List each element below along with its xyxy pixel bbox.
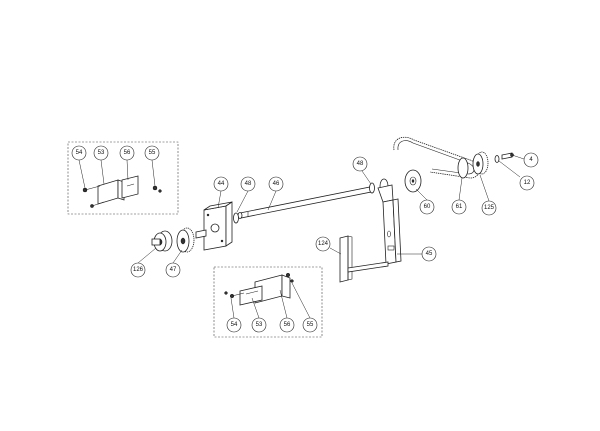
callout-12: 12 (519, 175, 535, 191)
callout-label: 53 (256, 322, 263, 328)
callout-48-right: 48 (352, 156, 368, 172)
callout-label: 47 (170, 267, 177, 273)
callout-label: 48 (245, 181, 252, 187)
callout-label: 54 (76, 150, 83, 156)
detail-box-upper-bracket (67, 141, 179, 215)
callout-45: 45 (421, 246, 437, 262)
callout-48-left: 48 (240, 176, 256, 192)
callout-label: 124 (318, 241, 329, 247)
leader-lines (78, 154, 525, 319)
callout-60: 60 (419, 199, 435, 215)
detail-box-lower-bracket (213, 266, 323, 338)
callout-label: 126 (133, 267, 144, 273)
gear-126 (151, 230, 173, 252)
callout-label: 54 (231, 322, 238, 328)
callout-label: 48 (357, 161, 364, 167)
callout-label: 60 (424, 204, 431, 210)
callout-47: 47 (165, 262, 181, 278)
callout-54-bot: 54 (226, 317, 242, 333)
callout-61: 61 (451, 199, 467, 215)
callout-label: 53 (98, 150, 105, 156)
gear-47 (176, 227, 195, 253)
callout-label: 45 (426, 251, 433, 257)
timing-belt-61 (393, 136, 480, 179)
callout-label: 56 (124, 150, 131, 156)
callout-54-top: 54 (71, 145, 87, 161)
bearing-block (195, 201, 233, 251)
callout-label: 55 (307, 322, 314, 328)
bracket-124 (339, 235, 389, 283)
arm-45 (377, 184, 402, 265)
callout-label: 12 (524, 180, 531, 186)
callout-53-top: 53 (93, 145, 109, 161)
callout-label: 44 (218, 181, 225, 187)
callout-44: 44 (213, 176, 229, 192)
washer-12 (494, 155, 500, 163)
callout-56-bot: 56 (279, 317, 295, 333)
callout-125: 125 (481, 200, 497, 216)
callout-label: 55 (149, 150, 156, 156)
callout-46: 46 (268, 176, 284, 192)
callout-124: 124 (315, 236, 331, 252)
callout-4: 4 (523, 152, 539, 168)
callout-label: 4 (529, 157, 533, 163)
callout-label: 46 (273, 181, 280, 187)
callout-55-bot: 55 (302, 317, 318, 333)
retaining-ring-left (233, 212, 239, 224)
callout-label: 56 (284, 322, 291, 328)
callout-53-bot: 53 (251, 317, 267, 333)
callout-55-top: 55 (144, 145, 160, 161)
callout-label: 61 (456, 204, 463, 210)
callout-56-top: 56 (119, 145, 135, 161)
callout-label: 125 (484, 205, 495, 211)
gear-125 (472, 151, 489, 175)
screw-4 (501, 152, 514, 160)
shaft (237, 186, 372, 219)
callout-126: 126 (130, 262, 146, 278)
retaining-ring-right (369, 182, 375, 194)
